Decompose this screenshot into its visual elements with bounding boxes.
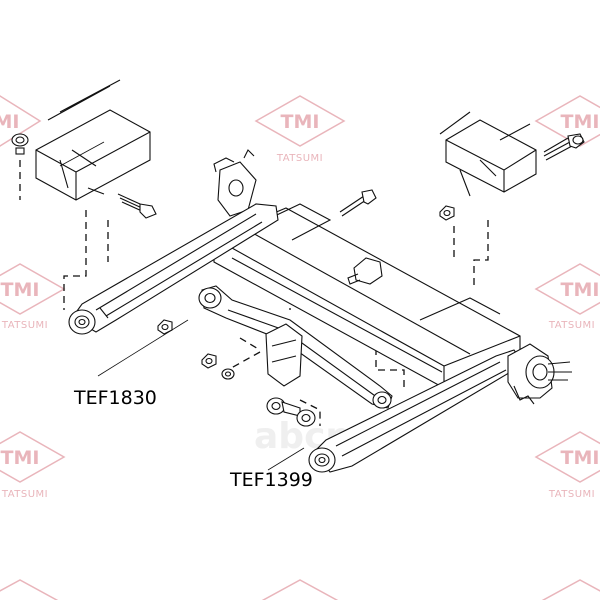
trailing-arm-right: [308, 343, 572, 473]
watermark-logo: TMI TATSUMI: [534, 263, 600, 331]
bolt-center-top: [339, 189, 377, 217]
watermark-brand: TMI: [1, 447, 40, 469]
watermark-brand: TMI: [561, 111, 600, 133]
callouts: TEF1830 TEF1399: [73, 319, 313, 491]
watermark-sub: TATSUMI: [1, 320, 48, 331]
watermark-logo: TMI TATSUMI: [0, 263, 66, 331]
watermark-brand: TMI: [281, 111, 320, 133]
watermark-sub: TATSUMI: [548, 489, 595, 500]
watermark-logo: TMI TATSUMI: [534, 431, 600, 500]
watermark-sub: TATSUMI: [276, 153, 323, 164]
watermark-logo: TMI TATSUMI: [254, 95, 346, 164]
watermark-logo: TMI: [534, 95, 600, 147]
watermark-logo: TMI TATSUMI: [0, 431, 66, 500]
watermark-brand: TMI: [0, 111, 19, 133]
subframe: [213, 149, 521, 389]
lower-control-arm: [198, 285, 393, 409]
part-label-tef1830: TEF1830: [73, 387, 157, 409]
body-bracket-left: [35, 79, 151, 201]
washer-lower-center: [221, 368, 235, 380]
bolt-top-right: [543, 133, 585, 161]
watermark-sub: TATSUMI: [548, 320, 595, 331]
watermark-brand: TMI: [561, 447, 600, 469]
body-bracket-right: [439, 111, 537, 197]
watermark-sub: TATSUMI: [1, 489, 48, 500]
washer-top-left: [11, 133, 29, 155]
watermark-logo: TMI: [0, 95, 42, 147]
bolt-top-left: [117, 193, 157, 219]
watermark-logos: TMI TMI TATSUMI TMI TMI TATSUMI TMI TATS…: [0, 95, 600, 600]
lateral-link: [266, 397, 316, 427]
trailing-arm-left: [68, 203, 279, 335]
part-label-tef1399: TEF1399: [229, 469, 313, 491]
watermark-brand: TMI: [1, 279, 40, 301]
nut-right-bracket: [439, 205, 455, 221]
nut-lower-center: [201, 353, 217, 369]
nut-lower-left: [157, 319, 173, 335]
watermark-brand: TMI: [561, 279, 600, 301]
